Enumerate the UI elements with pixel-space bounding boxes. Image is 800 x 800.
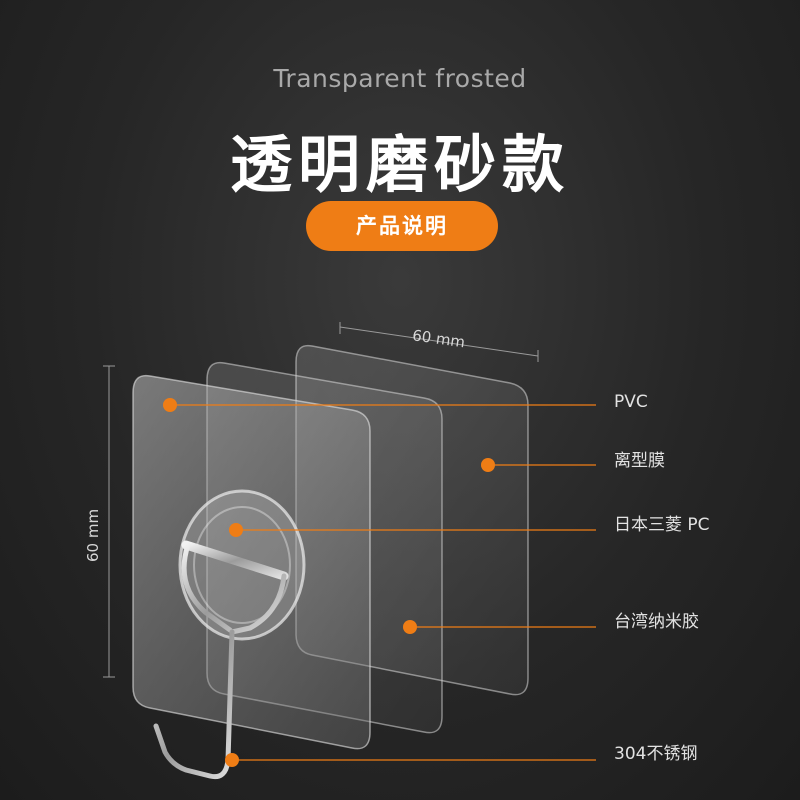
product-description-badge: 产品说明 (306, 201, 498, 251)
width-label: 60 mm (411, 326, 466, 351)
layer-label-release-film: 离型膜 (614, 451, 665, 471)
height-dimension: 60 mm (84, 365, 115, 678)
page-title: 透明磨砂款 (229, 128, 570, 201)
layer-label-pc: 日本三菱 PC (614, 515, 710, 535)
adhesive-marker-dot (403, 620, 417, 634)
steel-marker-dot (225, 753, 239, 767)
stainless-hook (153, 540, 289, 780)
pc-marker-dot (229, 523, 243, 537)
layer-label-steel: 304不锈钢 (614, 744, 698, 764)
leader-lines (170, 404, 596, 761)
layer-label-adhesive: 台湾纳米胶 (614, 612, 699, 632)
pvc-marker-dot (163, 398, 177, 412)
height-label: 60 mm (84, 509, 102, 562)
subtitle: Transparent frosted (273, 64, 527, 93)
width-dimension: 60 mm (339, 322, 539, 362)
layer-label-pvc: PVC (614, 392, 648, 412)
release-film-marker-dot (481, 458, 495, 472)
